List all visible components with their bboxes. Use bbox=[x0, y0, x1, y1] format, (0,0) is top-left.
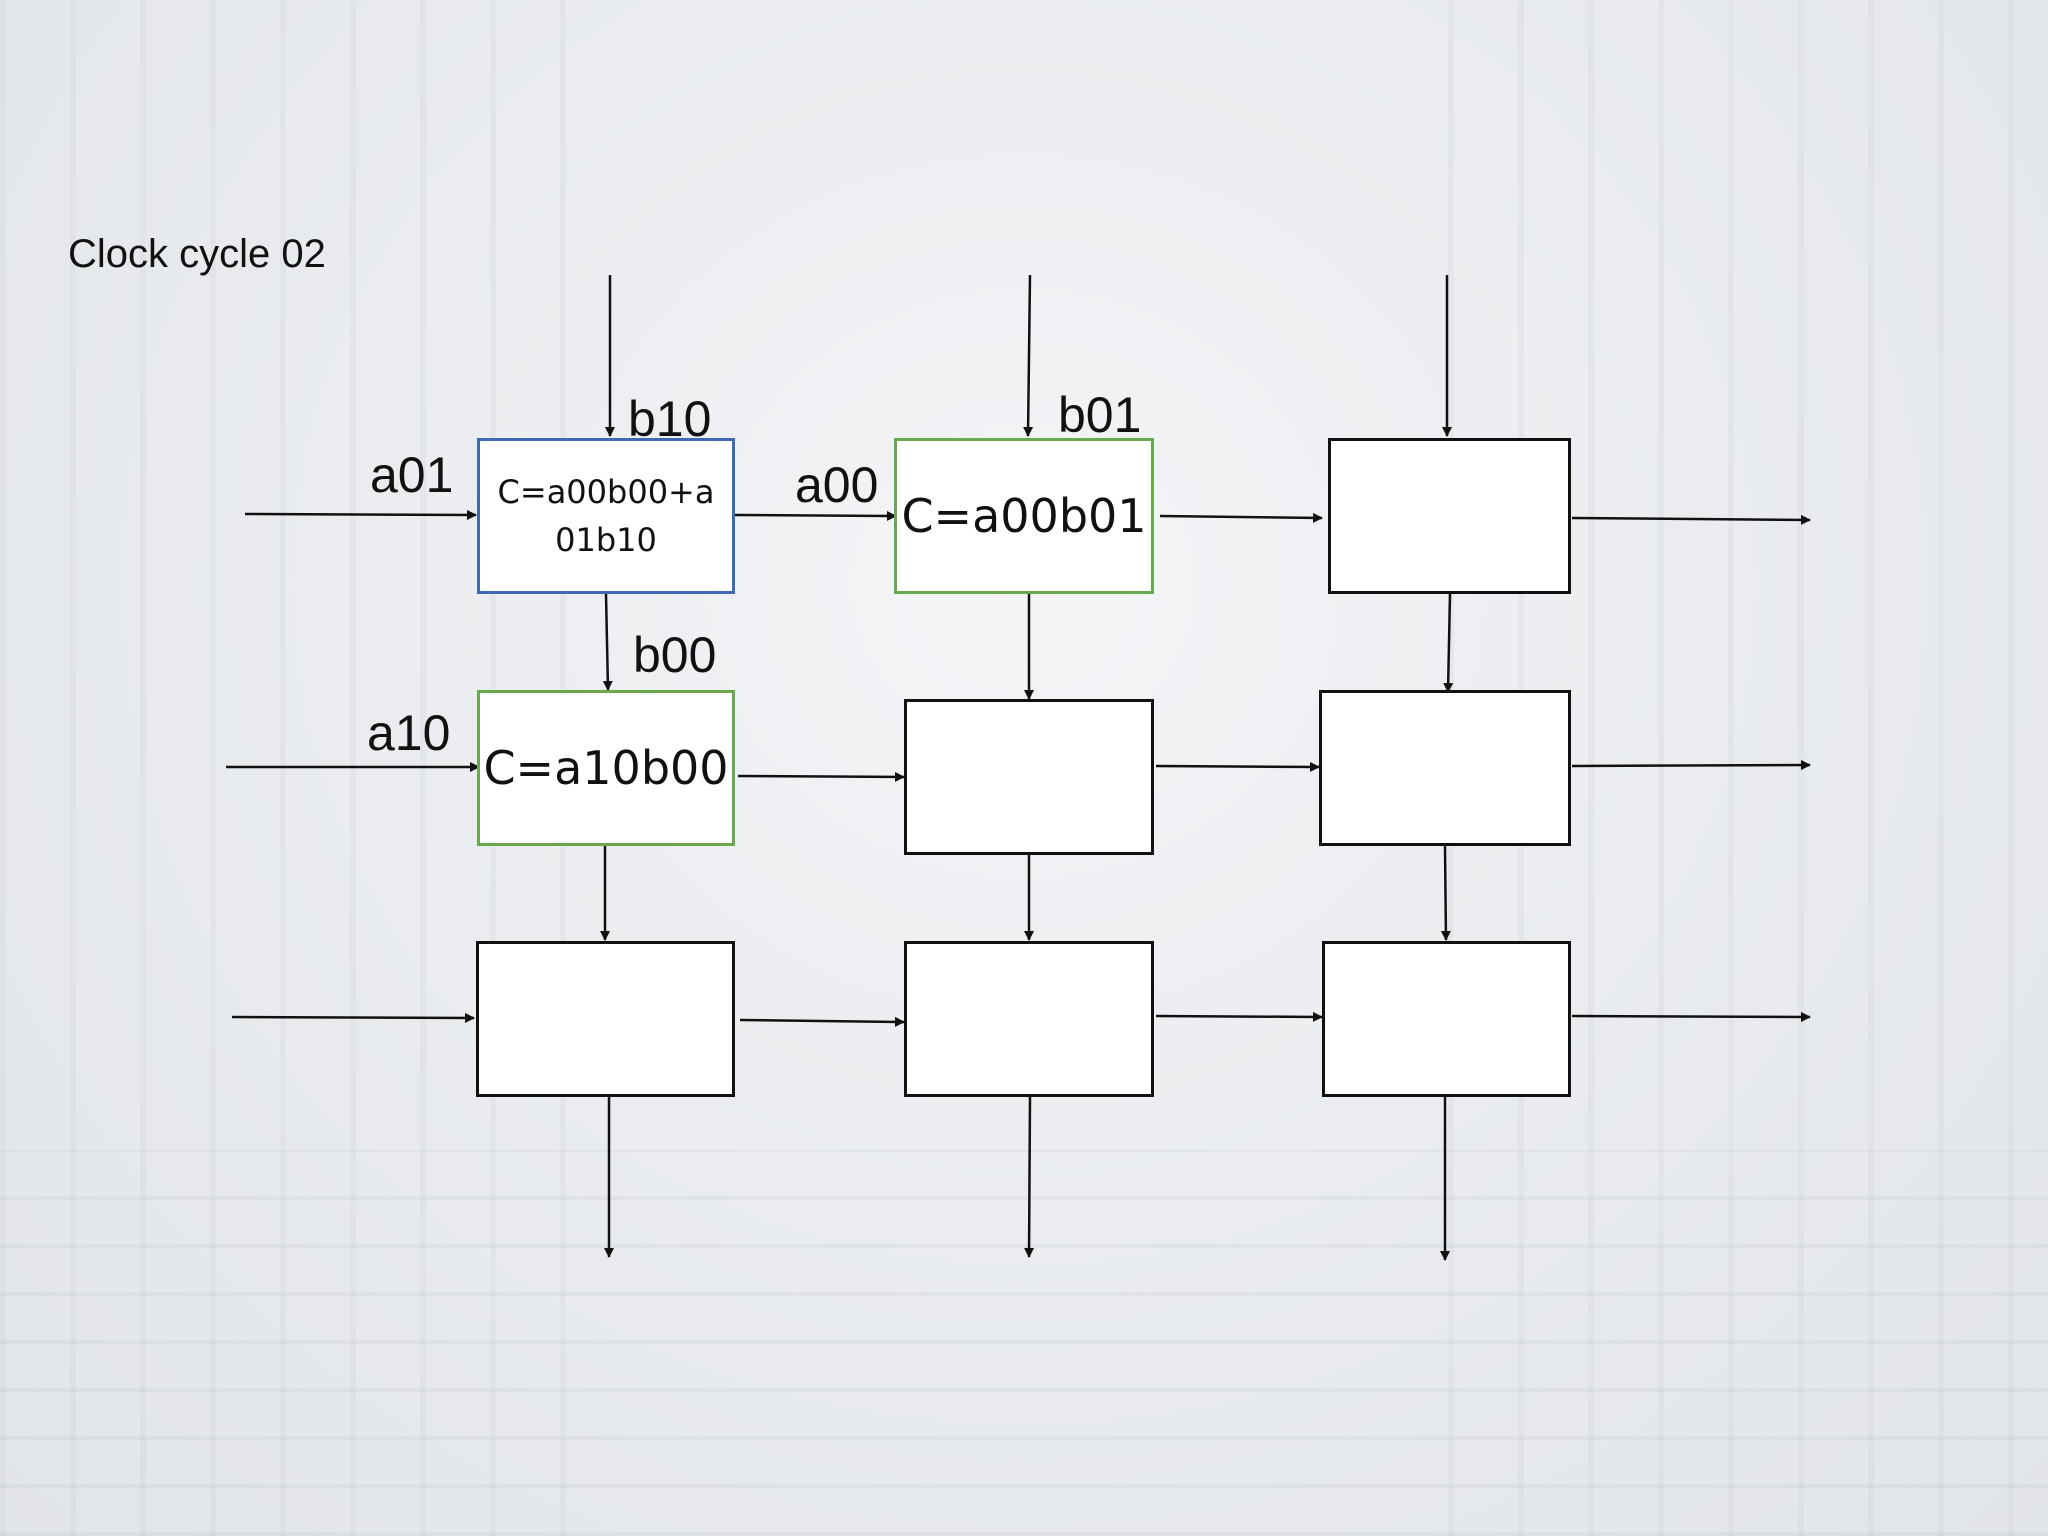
label-b01: b01 bbox=[1058, 387, 1142, 443]
pe-cell-r0c1-text: C=a00b01 bbox=[901, 489, 1147, 543]
page-title: Clock cycle 02 bbox=[68, 232, 326, 276]
pe-cell-r2c1 bbox=[904, 941, 1154, 1097]
pe-cell-r0c2 bbox=[1328, 438, 1571, 594]
arrow-in-left-row2 bbox=[231, 1012, 475, 1023]
arrow-c2-r1-r2 bbox=[1440, 845, 1451, 941]
arrow-out-bottom-col1 bbox=[1024, 1096, 1035, 1258]
pe-cell-r1c2 bbox=[1319, 690, 1571, 846]
pe-cell-r0c0-text: C=a00b00+a01b10 bbox=[497, 473, 715, 559]
arrow-c0-r0-r1 bbox=[602, 593, 613, 691]
arrow-r1-c1-c2 bbox=[1155, 761, 1320, 772]
label-a10: a10 bbox=[367, 705, 451, 761]
arrow-r0-c1-c2 bbox=[1159, 512, 1323, 523]
label-a01: a01 bbox=[370, 447, 454, 503]
label-b10: b10 bbox=[628, 391, 712, 447]
arrow-c2-r0-r1 bbox=[1443, 593, 1454, 693]
arrow-r1-c0-c1 bbox=[737, 771, 905, 782]
label-b00: b00 bbox=[633, 627, 717, 683]
pe-cell-r1c0: C=a10b00 bbox=[477, 690, 735, 846]
arrow-out-right-row1 bbox=[1571, 760, 1811, 771]
server-room-floor bbox=[0, 1150, 2048, 1536]
arrow-in-left-row0 bbox=[244, 509, 477, 520]
arrow-in-top-col1 bbox=[1023, 274, 1034, 437]
pe-cell-r2c0 bbox=[476, 941, 735, 1097]
arrow-r2-c0-c1 bbox=[739, 1016, 905, 1027]
label-a00: a00 bbox=[795, 457, 879, 513]
pe-cell-r1c1 bbox=[904, 699, 1154, 855]
arrow-r0-c0-c1 bbox=[733, 510, 897, 521]
pe-cell-r2c2 bbox=[1322, 941, 1571, 1097]
arrow-out-right-row0 bbox=[1571, 514, 1811, 525]
pe-cell-r0c1: C=a00b01 bbox=[894, 438, 1154, 594]
arrow-r2-c1-c2 bbox=[1155, 1011, 1323, 1022]
pe-cell-r0c0: C=a00b00+a01b10 bbox=[477, 438, 735, 594]
arrow-out-right-row2 bbox=[1571, 1011, 1811, 1022]
pe-cell-r1c0-text: C=a10b00 bbox=[483, 741, 729, 795]
